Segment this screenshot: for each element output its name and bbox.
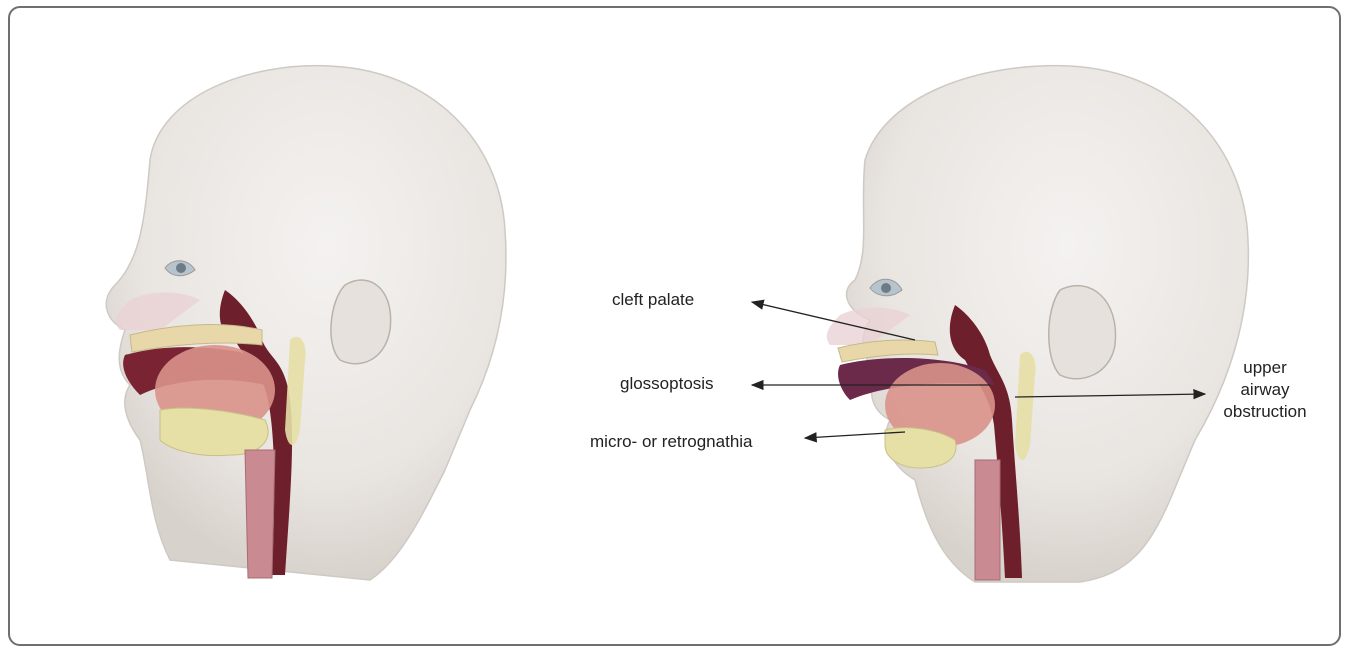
illustration-canvas [0, 0, 1351, 630]
left-iris [176, 263, 186, 273]
right-iris [881, 283, 891, 293]
label-upper-airway-obstruction: upper airway obstruction [1210, 357, 1320, 423]
left-trachea [245, 450, 275, 578]
label-glossoptosis: glossoptosis [620, 374, 714, 394]
normal-infant-head [106, 66, 506, 580]
right-trachea [975, 460, 1000, 580]
label-retrognathia: micro- or retrognathia [590, 432, 753, 452]
label-airway: airway [1210, 379, 1320, 401]
label-cleft-palate: cleft palate [612, 290, 694, 310]
left-ear [331, 280, 391, 364]
pierre-robin-infant-head [827, 66, 1249, 582]
label-upper: upper [1210, 357, 1320, 379]
right-ear [1049, 286, 1116, 379]
label-obstruction: obstruction [1210, 401, 1320, 423]
right-head-outline [847, 66, 1249, 582]
